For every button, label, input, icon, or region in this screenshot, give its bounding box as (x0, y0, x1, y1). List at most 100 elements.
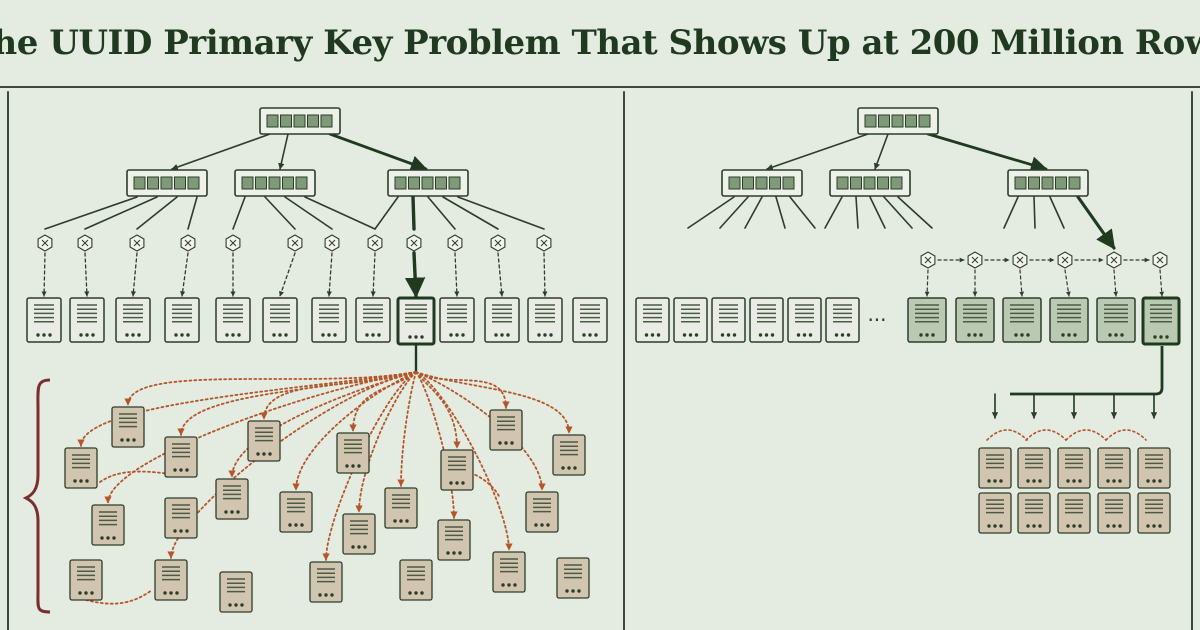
left-internal-node-2 (234, 169, 316, 197)
left-heap-page-8 (489, 409, 523, 451)
left-key-badge-3 (129, 234, 145, 252)
right-root-edge-1 (766, 133, 869, 171)
left-root-edge-2 (278, 133, 289, 170)
left-heap-page-20 (399, 559, 433, 601)
left-fan-edge-2-7 (374, 196, 399, 230)
right-heap-page-r1-4 (1097, 447, 1131, 489)
left-badge-drop-11 (497, 252, 505, 297)
left-fan-edge-0-2 (136, 196, 178, 230)
right-badge-drop-1 (924, 269, 930, 297)
left-leaf-page-2 (69, 297, 105, 343)
left-root-edge-1 (171, 133, 271, 171)
right-heap-page-r2-3 (1057, 492, 1091, 534)
right-fan-edge-0-4 (789, 196, 816, 229)
right-active-fan-1 (1033, 196, 1036, 229)
right-fan-edge-0-1 (719, 196, 749, 229)
left-heap-page-15 (342, 513, 376, 555)
left-heap-page-2 (164, 436, 198, 478)
left-heap-page-19 (309, 561, 343, 603)
nodes-layer: ··· (26, 107, 1181, 613)
left-key-badge-7 (324, 234, 340, 252)
right-fan-edge-1-1 (855, 196, 859, 229)
right-leaf-page-5 (787, 297, 822, 343)
right-fan-edge-1-2 (869, 196, 886, 229)
left-fan-edge-0-1 (84, 196, 158, 230)
right-fan-edge-1-4 (897, 196, 933, 229)
left-badge-drop-12 (542, 252, 548, 297)
left-heap-page-16 (69, 559, 103, 601)
right-leaf-page-9 (1002, 297, 1042, 343)
left-key-badge-9 (406, 234, 422, 252)
left-leaf-page-3 (115, 297, 151, 343)
left-heap-page-6 (336, 432, 370, 474)
left-badge-drop-3 (130, 252, 138, 297)
left-random-path-15 (355, 371, 417, 513)
right-badge-drop-3 (1019, 269, 1025, 297)
right-seq-badge-4 (1057, 251, 1073, 269)
left-key-badge-2 (77, 234, 93, 252)
left-badge-drop-8 (370, 252, 376, 297)
right-leaf-page-4 (749, 297, 784, 343)
left-fan-edge-2-9 (427, 196, 456, 230)
left-root-node (259, 107, 341, 135)
left-leaf-page-11 (484, 297, 520, 343)
right-root-node (857, 107, 939, 135)
btree-comparison-diagram: ··· (7, 91, 1193, 630)
left-heap-page-9 (552, 434, 586, 476)
right-leaf-page-2 (673, 297, 708, 343)
right-fan-edge-0-0 (687, 196, 735, 229)
left-fan-edge-1-5 (264, 196, 296, 230)
right-leaf-page-7 (907, 297, 947, 343)
left-random-path-4 (104, 371, 417, 504)
left-key-badge-12 (536, 234, 552, 252)
left-leaf-page-12 (527, 297, 563, 343)
right-seq-curve-1 (986, 429, 1028, 441)
left-heap-page-17 (154, 559, 188, 601)
left-heap-page-18 (219, 571, 253, 613)
edges-layer (7, 91, 1193, 630)
right-leaf-page-8 (955, 297, 995, 343)
right-leaf-page-12 (1141, 296, 1181, 346)
left-heap-page-5 (247, 420, 281, 462)
left-fan-edge-2-11 (457, 196, 545, 230)
right-seq-badge-6 (1152, 251, 1168, 269)
right-heap-page-r2-5 (1137, 492, 1171, 534)
right-leaf-page-1 (635, 297, 670, 343)
right-fan-edge-1-3 (883, 196, 913, 229)
left-random-path-3 (77, 371, 417, 447)
left-fan-edge-2-10 (442, 196, 499, 230)
left-key-badge-4 (180, 234, 196, 252)
left-random-path-13 (415, 371, 546, 491)
right-leaf-page-11 (1096, 297, 1136, 343)
left-key-badge-8 (367, 234, 383, 252)
right-root-edge-2 (874, 133, 889, 170)
heap-brace (22, 378, 51, 614)
left-random-path-9 (415, 371, 573, 434)
left-leaf-page-4 (164, 297, 200, 343)
left-root-edge-3-active (328, 132, 428, 172)
left-heap-page-1 (111, 406, 145, 448)
right-heap-feed-line (1010, 346, 1164, 396)
right-active-fan-2 (1049, 196, 1065, 229)
right-internal-node-1 (721, 169, 803, 197)
right-heap-page-r1-3 (1057, 447, 1091, 489)
left-key-badge-6 (287, 234, 303, 252)
left-leaf-page-10 (439, 297, 475, 343)
right-heap-page-r2-2 (1017, 492, 1051, 534)
left-leaf-page-8 (355, 297, 391, 343)
right-heap-page-r1-2 (1017, 447, 1051, 489)
right-fan-edge-0-2 (744, 196, 763, 229)
left-random-path-2 (177, 371, 417, 436)
left-leaf-page-1 (26, 297, 62, 343)
right-fan-edge-1-0 (824, 196, 843, 229)
left-active-drop (404, 251, 426, 299)
left-badge-drop-6 (279, 252, 296, 297)
left-leaf-page-7 (311, 297, 347, 343)
right-internal-node-3 (1007, 169, 1089, 197)
left-fan-edge-2-8 (411, 195, 416, 231)
right-badge-drop-4 (1064, 269, 1071, 297)
left-heap-page-23 (437, 519, 471, 561)
right-heap-page-r2-1 (978, 492, 1012, 534)
right-seq-curve-2 (1025, 429, 1067, 441)
left-badge-drop-1 (41, 252, 47, 297)
